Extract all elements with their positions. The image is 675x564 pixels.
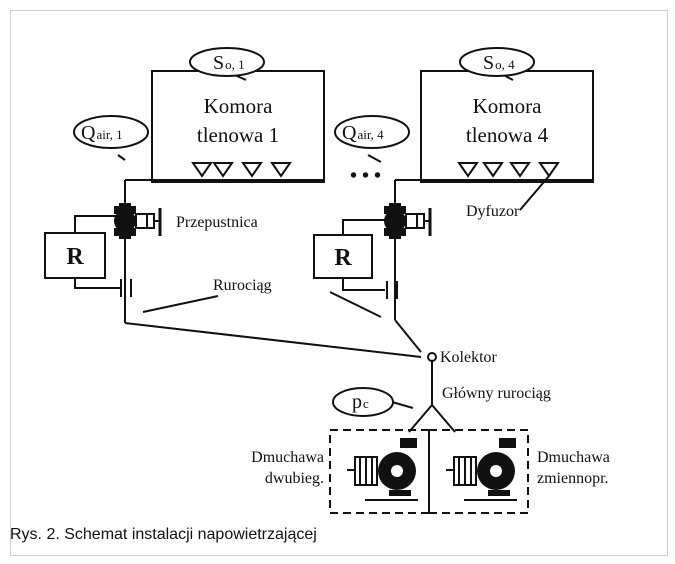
main-pipe-branch-right [431, 404, 456, 433]
throttle-label: Przepustnica [176, 214, 258, 231]
blower-2-icon [446, 438, 517, 501]
qair4-pointer [367, 154, 382, 163]
collector-node [427, 352, 437, 362]
controller-right-label: R [334, 245, 352, 271]
chamber-4-label-line2: tlenowa 4 [466, 123, 549, 147]
qair1-bubble [73, 115, 149, 149]
throttle-valve-right [384, 203, 432, 239]
pc-pointer [391, 401, 414, 409]
left-pipe-to-collector [124, 322, 422, 358]
blower-2-label-line1: Dmuchawa [537, 449, 610, 466]
blower-2-label-line2: zmiennopr. [537, 470, 609, 487]
so1-bubble [189, 47, 265, 77]
chamber-4-label-line1: Komora [473, 94, 542, 118]
diffuser-pointer [519, 175, 550, 211]
pipeline-label: Rurociąg [213, 277, 272, 294]
chamber-4-diffusers [457, 162, 560, 178]
chamber-1-label-line2: tlenowa 1 [197, 123, 279, 147]
blower-1-icon [347, 438, 418, 501]
controller-right-signal-top [342, 219, 388, 235]
chamber-1-diffusers [191, 162, 292, 178]
main-pipe-branch-left [408, 404, 433, 433]
pipeline-pointer-left [142, 295, 219, 313]
pc-bubble [332, 387, 394, 417]
qair1-pointer [117, 154, 126, 161]
collector-label: Kolektor [440, 349, 498, 366]
qair1-label: Qair, 1 [81, 122, 123, 144]
diffuser-label: Dyfuzor [466, 203, 520, 220]
controller-left-signal-top [74, 215, 118, 233]
qair4-label: Qair, 4 [342, 122, 384, 144]
throttle-valve-left [114, 203, 162, 239]
controller-right-signal-bottom [342, 278, 385, 291]
controller-left-label: R [66, 244, 84, 270]
pc-label: pc [352, 391, 369, 413]
controller-left-signal-bottom [74, 278, 120, 289]
ellipsis-dots: • • • [350, 165, 381, 187]
chamber-1-label-line1: Komora [204, 94, 273, 118]
qair4-bubble [334, 115, 410, 149]
figure-frame [10, 10, 668, 556]
figure-caption: Rys. 2. Schemat instalacji napowietrzają… [10, 526, 317, 543]
blower-1-label-line2: dwubieg. [265, 470, 324, 487]
pipeline-pointer-right [329, 291, 382, 318]
so4-bubble [459, 47, 535, 77]
blower-1-label-line1: Dmuchawa [251, 449, 324, 466]
so4-label: So, 4 [483, 52, 515, 74]
so1-label: So, 1 [213, 52, 245, 74]
right-pipe-to-collector [394, 319, 422, 353]
main-pipeline-label: Główny rurociąg [442, 385, 551, 402]
